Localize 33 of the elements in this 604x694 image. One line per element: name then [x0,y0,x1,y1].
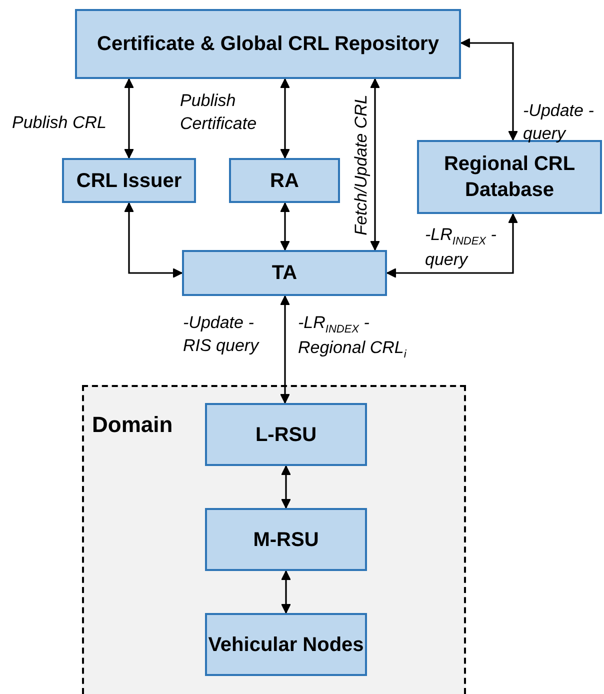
arrow [124,78,134,158]
process-box [205,613,367,676]
arrow [280,202,290,250]
edge-label: Publish Certificate [180,90,258,135]
process-box [205,508,367,571]
node-label: Certificate & Global CRL Repository [97,32,439,57]
arrow [280,296,290,404]
node-label: CRL Issuer [76,168,182,194]
edge-label: -Update -RIS query [183,312,260,357]
edge-label: Publish CRL [12,112,106,134]
node-label: RA [270,168,299,194]
region-title: Domain [92,411,173,439]
node-label: L-RSU [255,422,317,448]
edge-label: -Update -query [523,100,595,145]
process-box [205,403,367,466]
node-label: Vehicular Nodes [208,632,364,658]
arrow [280,78,290,158]
node-label: Regional CRL Database [442,152,576,203]
process-box [229,158,340,203]
arrow [281,466,291,508]
process-box [182,250,387,296]
arrow [386,214,518,278]
arrow [460,38,518,140]
node-label: TA [272,261,298,286]
process-box [75,9,461,79]
annotation-text: -LR$_{INDEX}$ -Regional CRL$_{i}$ [298,312,408,362]
domain-region [82,385,466,694]
process-box [62,158,196,203]
node-label: M-RSU [253,528,319,552]
edge-label: -LR$_{INDEX}$ -query [425,224,498,272]
arrow [281,570,291,614]
arrow [370,78,380,250]
arrow [124,202,182,278]
